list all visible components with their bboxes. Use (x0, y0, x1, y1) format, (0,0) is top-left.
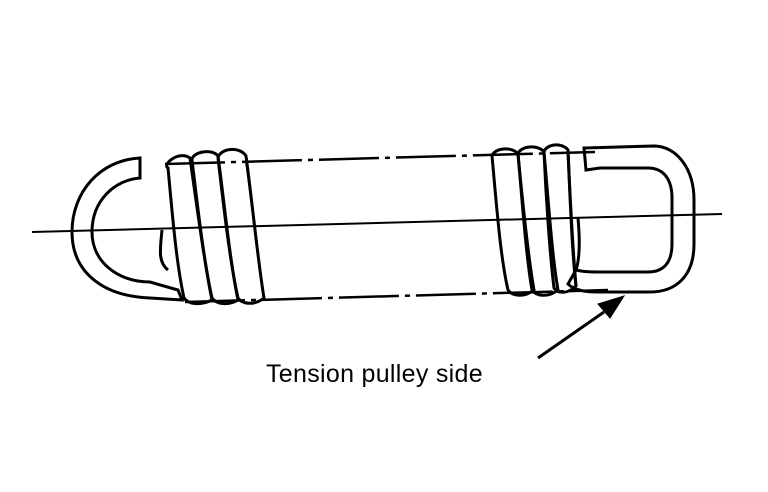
callout-leader-line (537, 310, 605, 360)
spring-body-bottom-edge (184, 288, 609, 304)
left-coils (165, 148, 266, 306)
left-hook (70, 156, 185, 302)
callout-arrowhead (597, 295, 626, 319)
callout-label: Tension pulley side (266, 360, 483, 388)
center-line (31, 213, 723, 233)
right-hook-inner (574, 217, 581, 271)
spring-body-top-edge (164, 150, 596, 166)
left-hook-inner (158, 229, 170, 272)
right-hook (566, 144, 696, 294)
